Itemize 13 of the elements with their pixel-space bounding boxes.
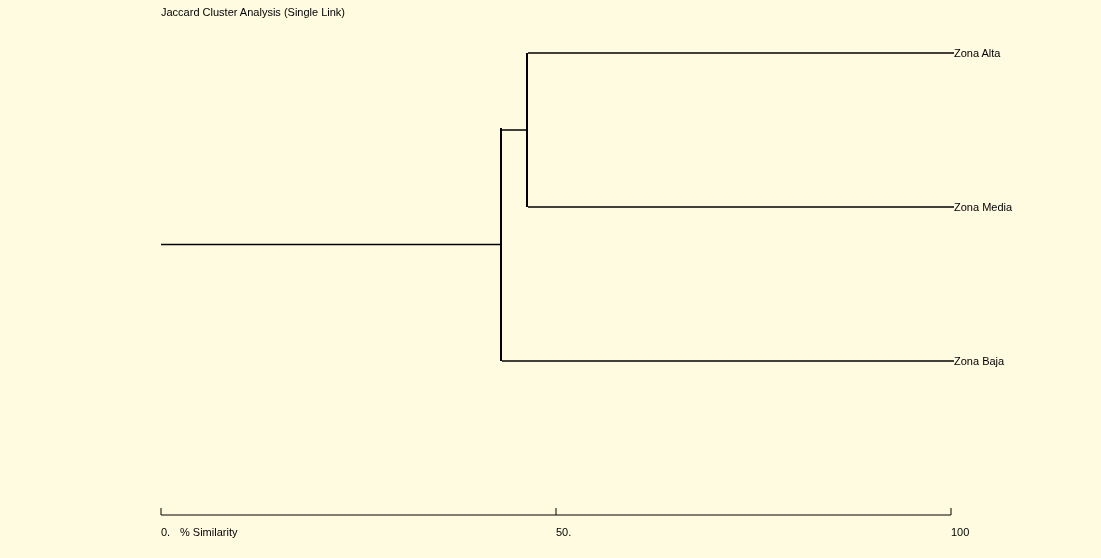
leaf-label: Zona Media [954,200,1013,214]
chart-title: Jaccard Cluster Analysis (Single Link) [161,5,346,19]
dendrogram-branch [501,129,527,131]
dendrogram-branch [160,243,501,246]
tick-label: 100 [951,525,970,539]
axis-title: % Similarity [180,525,238,539]
tick-label: 0. [161,525,171,539]
dendrogram-branch [501,360,955,362]
dendrogram-branch [527,52,955,54]
tick-label: 50. [556,525,572,539]
leaf-label: Zona Baja [954,354,1005,368]
leaf-label: Zona Alta [954,46,1001,60]
dendrogram-branch [527,206,955,208]
